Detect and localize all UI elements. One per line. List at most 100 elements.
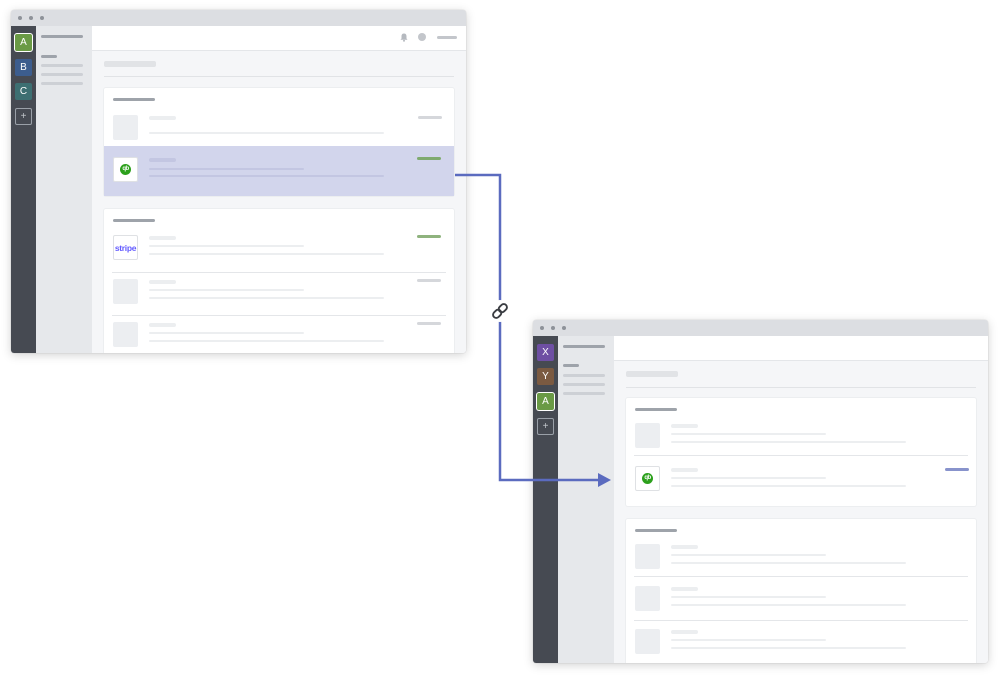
avatar[interactable] [418, 33, 426, 41]
workspace-button-c[interactable]: C [15, 83, 32, 100]
item-title-placeholder [671, 468, 698, 472]
quickbooks-logo: qb [113, 157, 138, 182]
bell-icon[interactable] [400, 33, 408, 42]
row-divider [634, 576, 968, 577]
sidebar-title-placeholder [563, 345, 605, 348]
window-control-dot[interactable] [29, 16, 33, 20]
card-title-placeholder [113, 98, 155, 101]
row-divider [634, 620, 968, 621]
window-titlebar [11, 10, 466, 26]
item-title-placeholder [149, 280, 176, 284]
item-title-placeholder [149, 116, 176, 120]
item-description-placeholder [671, 562, 906, 564]
workspace-button-a[interactable]: A [15, 34, 32, 51]
list-item[interactable] [626, 418, 976, 455]
app-logo-placeholder [113, 322, 138, 347]
window-control-dot[interactable] [540, 326, 544, 330]
list-item[interactable] [626, 539, 976, 576]
window-control-dot[interactable] [40, 16, 44, 20]
target-app-window: X Y A + qb [533, 320, 988, 663]
app-logo-placeholder [113, 279, 138, 304]
quickbooks-icon: qb [642, 473, 653, 484]
list-item[interactable] [626, 577, 976, 620]
user-name-placeholder[interactable] [437, 36, 457, 39]
source-app-window: A B C + [11, 10, 466, 353]
main-panel: qb [614, 336, 988, 663]
item-description-placeholder [149, 132, 384, 134]
item-status-placeholder [418, 116, 442, 119]
sidebar-heading-placeholder [563, 364, 579, 367]
add-workspace-button[interactable]: + [537, 418, 554, 435]
item-subtitle-placeholder [671, 639, 826, 641]
payments-card: stripe [104, 209, 454, 353]
connector-arrowhead [598, 473, 611, 487]
card-title-placeholder [113, 219, 155, 222]
selected-quickbooks-row[interactable]: qb [104, 146, 454, 196]
list-item[interactable] [104, 273, 454, 316]
item-status-placeholder [417, 279, 441, 282]
sidebar-item-placeholder[interactable] [41, 82, 83, 85]
payments-card [626, 519, 976, 663]
item-description-placeholder [149, 175, 384, 177]
app-logo-placeholder [635, 629, 660, 654]
item-description-placeholder [671, 441, 906, 443]
sidebar-item-placeholder[interactable] [563, 383, 605, 386]
top-bar [92, 26, 466, 51]
connected-status-indicator [417, 235, 441, 238]
row-divider [634, 455, 968, 456]
item-title-placeholder [149, 236, 176, 240]
window-titlebar [533, 320, 988, 336]
link-badge [489, 300, 511, 322]
sidebar-title-placeholder [41, 35, 83, 38]
sidebar-item-placeholder[interactable] [41, 73, 83, 76]
item-status-placeholder [417, 322, 441, 325]
workspace-button-y[interactable]: Y [537, 368, 554, 385]
header-divider [104, 76, 454, 77]
item-title-placeholder [149, 158, 176, 162]
item-subtitle-placeholder [671, 477, 826, 479]
item-title-placeholder [671, 630, 698, 634]
connected-status-indicator [417, 157, 441, 160]
app-logo-placeholder [113, 115, 138, 140]
stripe-list-item[interactable]: stripe [104, 229, 454, 272]
sidebar-item-placeholder[interactable] [563, 374, 605, 377]
link-icon [492, 303, 508, 319]
workspace-button-b[interactable]: B [15, 59, 32, 76]
workspace-switcher: X Y A + [533, 336, 558, 663]
row-divider [112, 315, 446, 316]
quickbooks-list-item[interactable]: qb [626, 456, 976, 506]
window-control-dot[interactable] [562, 326, 566, 330]
workspace-button-a[interactable]: A [537, 393, 554, 410]
item-description-placeholder [671, 647, 906, 649]
item-subtitle-placeholder [671, 596, 826, 598]
window-control-dot[interactable] [18, 16, 22, 20]
workspace-button-x[interactable]: X [537, 344, 554, 361]
channel-sidebar [36, 26, 92, 353]
app-logo-placeholder [635, 586, 660, 611]
item-subtitle-placeholder [671, 554, 826, 556]
integrations-card: qb [626, 398, 976, 506]
top-bar [614, 336, 988, 361]
sidebar-item-placeholder[interactable] [563, 392, 605, 395]
add-workspace-button[interactable]: + [15, 108, 32, 125]
item-description-placeholder [671, 604, 906, 606]
quickbooks-icon: qb [120, 164, 131, 175]
list-item[interactable] [626, 621, 976, 663]
card-title-placeholder [635, 529, 677, 532]
window-control-dot[interactable] [551, 326, 555, 330]
item-subtitle-placeholder [149, 289, 304, 291]
item-title-placeholder [671, 587, 698, 591]
header-divider [626, 387, 976, 388]
sidebar-item-placeholder[interactable] [41, 64, 83, 67]
item-title-placeholder [671, 424, 698, 428]
list-item[interactable] [104, 108, 454, 150]
connector-line [455, 173, 600, 482]
list-item[interactable] [104, 316, 454, 353]
item-description-placeholder [149, 340, 384, 342]
sidebar-heading-placeholder [41, 55, 57, 58]
channel-sidebar [558, 336, 614, 663]
item-subtitle-placeholder [671, 433, 826, 435]
item-subtitle-placeholder [149, 245, 304, 247]
card-title-placeholder [635, 408, 677, 411]
